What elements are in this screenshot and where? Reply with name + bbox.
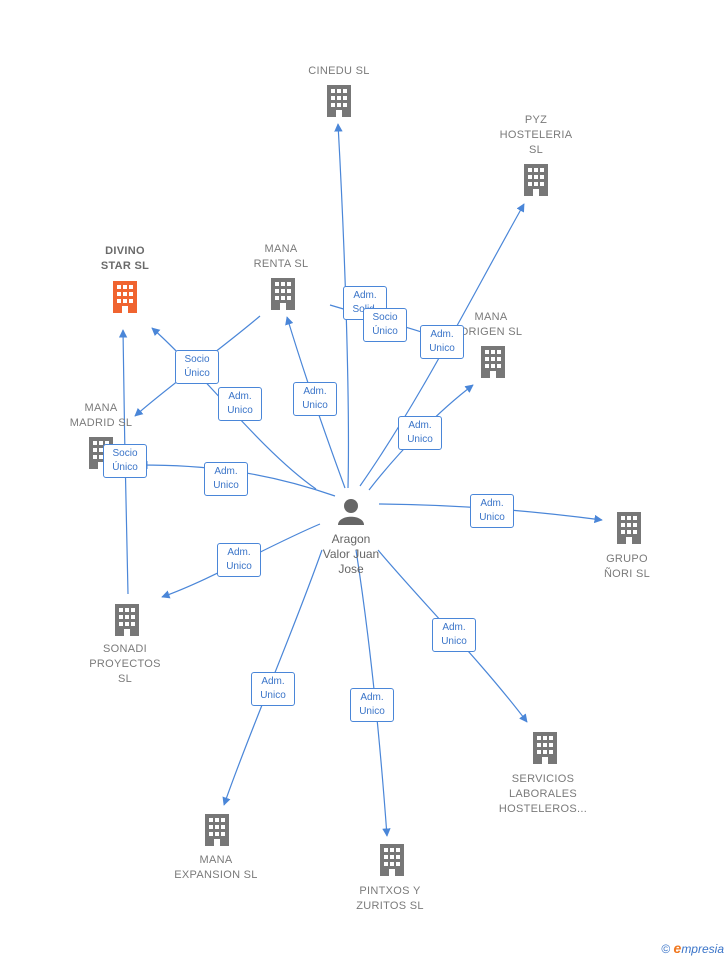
center-label-line: Valor Juan [322,547,380,561]
edge-label-line: Unico [213,480,239,491]
edge-label-line: Adm. [227,547,251,558]
copyright-icon: © [661,942,671,956]
node-label-line: STAR SL [100,260,150,272]
person-icon[interactable] [338,499,364,525]
edge-label-line: Adm. [360,692,384,703]
node-label-grupo-nori[interactable]: GRUPO ÑORI SL [572,552,682,582]
node-label-line: ÑORI SL [603,568,651,580]
edge-label-line: Unico [227,405,253,416]
edge-label-line: Unico [479,512,505,523]
node-label-line: CINEDU SL [308,65,370,77]
edges [118,123,603,837]
edge-label-line: Adm. [228,391,252,402]
company-nodes [89,85,641,876]
node-label-line: LABORALES [508,788,578,800]
edge-label-line: Adm. [303,386,327,397]
edge-label-line: Adm. [214,466,238,477]
edge-label-line: Unico [302,400,328,411]
building-icon[interactable] [271,278,295,310]
edge-label-divino-adm[interactable]: Adm. Unico [218,387,262,421]
node-label-line: GRUPO [606,553,648,565]
node-label-line: ORIGEN SL [459,326,523,338]
node-label-line: SERVICIOS [511,773,575,785]
building-icon[interactable] [380,844,404,876]
edge-label-mana-renta[interactable]: Adm. Unico [293,382,337,416]
edge-label-line: Adm. [261,676,285,687]
node-label-line: RENTA SL [253,258,309,270]
node-label-cinedu[interactable]: CINEDU SL [284,64,394,79]
node-label-line: HOSTELEROS... [498,803,588,815]
building-icon[interactable] [524,164,548,196]
edge-label-line: Único [112,462,138,473]
building-icon[interactable] [113,281,137,313]
node-label-line: SL [117,673,133,685]
edge-label-line: Adm. [480,498,504,509]
node-label-line: MANA [84,402,118,414]
node-label-line: EXPANSION SL [174,869,258,881]
node-label-line: MANA [199,854,233,866]
edge-label-line: Socio [372,312,398,323]
center-person-label[interactable]: Aragon Valor Juan Jose [301,532,401,577]
building-icon[interactable] [481,346,505,378]
edge-label-line: Único [184,368,210,379]
building-icon[interactable] [617,512,641,544]
edge-label-mana-origen[interactable]: Adm. Unico [398,416,442,450]
edge-label-mana-expansion[interactable]: Adm. Unico [251,672,295,706]
node-label-mana-renta[interactable]: MANA RENTA SL [226,242,336,272]
edge-label-mana-madrid[interactable]: Adm. Unico [204,462,248,496]
edge-label-line: Único [372,326,398,337]
building-icon[interactable] [205,814,229,846]
edge-label-line: Adm. [353,290,377,301]
edge-label-servicios[interactable]: Adm. Unico [432,618,476,652]
node-label-pyz[interactable]: PYZ HOSTELERIA SL [481,113,591,158]
node-label-mana-origen[interactable]: MANA ORIGEN SL [436,310,546,340]
edge-label-pyz[interactable]: Adm. Unico [420,325,464,359]
edge-label-pintxos[interactable]: Adm. Unico [350,688,394,722]
node-label-line: MANA [474,311,508,323]
node-label-servicios[interactable]: SERVICIOS LABORALES HOSTELEROS... [483,772,603,817]
edge-label-line: Unico [226,561,252,572]
node-label-line: PINTXOS Y [359,885,421,897]
node-label-sonadi[interactable]: SONADI PROYECTOS SL [70,642,180,687]
node-label-line: PROYECTOS [89,658,161,670]
node-label-line: PYZ [524,114,548,126]
center-label-line: Aragon [331,532,371,546]
node-label-line: MADRID SL [69,417,133,429]
edge-line [334,123,350,489]
node-label-mana-madrid[interactable]: MANA MADRID SL [46,401,156,431]
edge-label-sonadi[interactable]: Adm. Unico [217,543,261,577]
building-icon[interactable] [327,85,351,117]
edge-label-line: Adm. [442,622,466,633]
building-icon[interactable] [533,732,557,764]
edge-label-line: Unico [260,690,286,701]
node-label-line: HOSTELERIA [499,129,573,141]
node-label-line: ZURITOS SL [356,900,424,912]
edge-label-grupo-nori[interactable]: Adm. Unico [470,494,514,528]
edge-label-line: Adm. [408,420,432,431]
edge-label-line: Adm. [430,329,454,340]
edge-label-line: Unico [359,706,385,717]
empresia-logo: © empresia [661,940,724,956]
edge-label-line: Socio [112,448,138,459]
edge-label-line: Unico [441,636,467,647]
center-label-line: Jose [338,562,364,576]
edge-label-line: Socio [184,354,210,365]
node-label-line: SL [528,144,544,156]
node-label-pintxos[interactable]: PINTXOS Y ZURITOS SL [335,884,445,914]
node-label-divino[interactable]: DIVINO STAR SL [70,244,180,274]
node-label-mana-expansion[interactable]: MANA EXPANSION SL [156,853,276,883]
logo-e: e [673,940,682,956]
building-icon[interactable] [115,604,139,636]
node-label-line: MANA [264,243,298,255]
edge-label-line: Unico [407,434,433,445]
edge-label-line: Unico [429,343,455,354]
logo-text: mpresia [681,942,724,956]
node-label-line: DIVINO [105,245,145,257]
node-label-line: SONADI [103,643,147,655]
